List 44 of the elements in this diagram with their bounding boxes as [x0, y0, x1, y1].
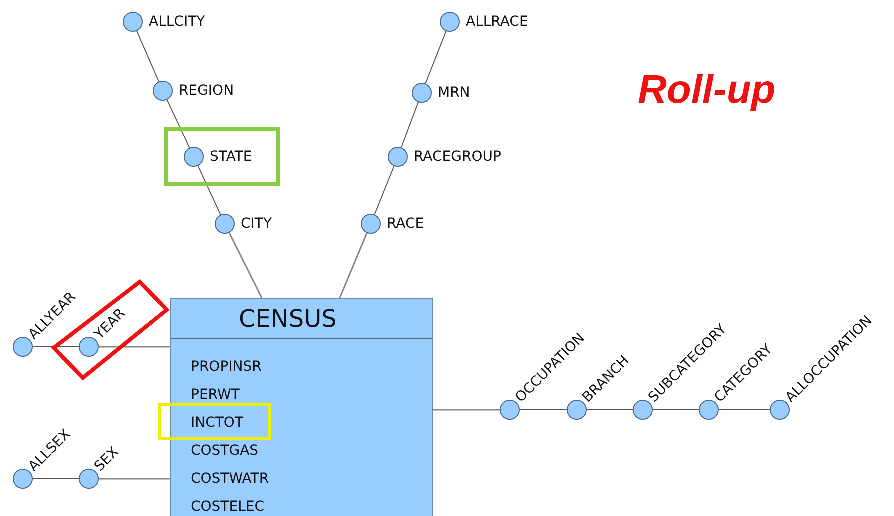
connector-line: [99, 478, 170, 480]
title: Roll-up: [638, 67, 776, 114]
level-circle: [388, 147, 408, 167]
level-circle: [215, 214, 235, 234]
level-circle: [412, 83, 432, 103]
connector-line: [425, 30, 447, 84]
connector-line: [401, 102, 419, 148]
connector-line: [32, 478, 80, 480]
level-circle: [567, 400, 587, 420]
level-circle: [500, 400, 520, 420]
level-label: MRN: [438, 85, 470, 101]
level-label: STATE: [210, 149, 252, 165]
level-circle: [633, 400, 653, 420]
connector-line: [32, 346, 80, 348]
attribute-text: INCTOT: [191, 415, 244, 431]
connector-line: [166, 100, 190, 148]
level-label: RACEGROUP: [414, 149, 502, 165]
level-label: ALLRACE: [466, 14, 528, 30]
level-circle: [699, 400, 719, 420]
level-label: ALLCITY: [149, 14, 206, 30]
level-circle: [123, 12, 143, 32]
attribute-text: COSTGAS: [191, 443, 259, 459]
connector-line: [339, 232, 368, 298]
connector-line: [99, 346, 170, 348]
level-circle: [440, 12, 460, 32]
table-box: [170, 298, 433, 516]
connector-line: [228, 232, 263, 298]
attribute-text: COSTWATR: [191, 471, 270, 487]
connector-line: [198, 166, 222, 216]
attribute-text: PROPINSR: [191, 359, 262, 375]
level-circle: [79, 337, 99, 357]
level-circle: [361, 214, 381, 234]
level-circle: [153, 81, 173, 101]
level-circle: [184, 147, 204, 167]
connector-line: [374, 166, 395, 216]
table-title: CENSUS: [239, 305, 337, 333]
level-label: CITY: [241, 216, 272, 232]
attribute-text: PERWT: [191, 387, 240, 403]
attribute-text: COSTELEC: [191, 499, 264, 515]
level-label: RACE: [387, 216, 424, 232]
connector-line: [136, 30, 160, 82]
level-label: REGION: [179, 83, 234, 99]
level-circle: [79, 469, 99, 489]
connector-line: [433, 409, 500, 411]
